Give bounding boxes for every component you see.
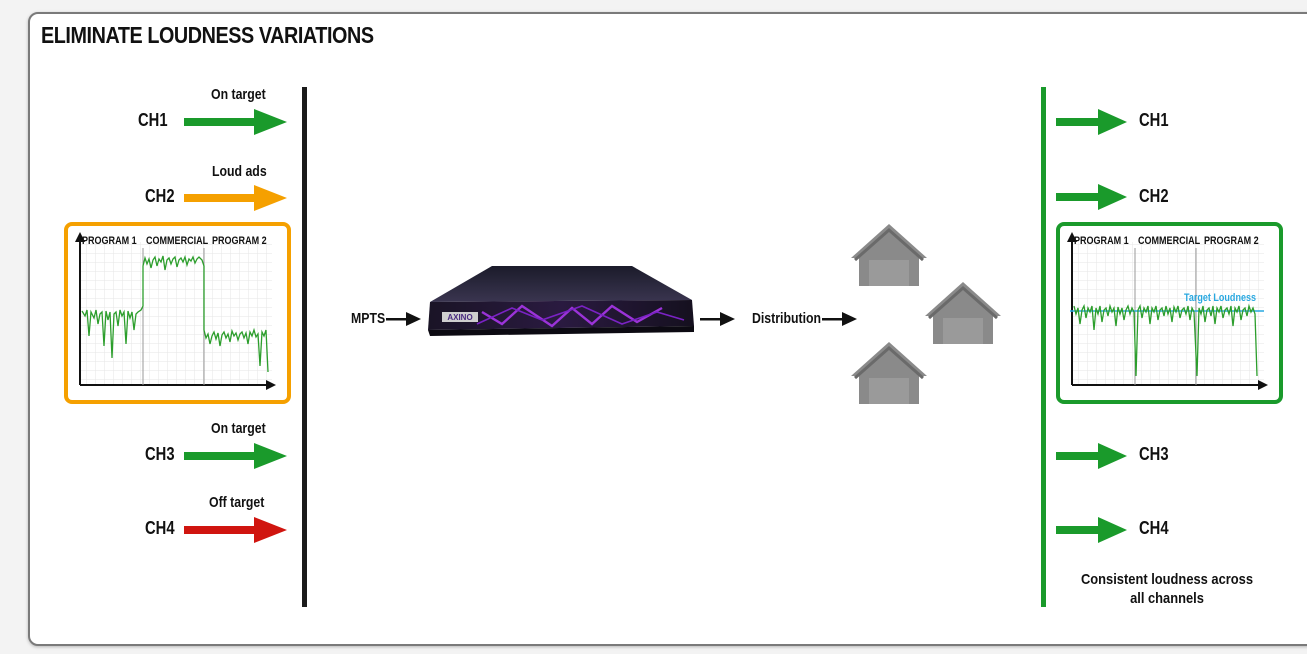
target-loudness-label: Target Loudness [1184, 292, 1256, 304]
device-brand-text: AXINO [447, 313, 472, 322]
input-ch1-arrow [184, 108, 288, 136]
mpts-label: MPTS [351, 310, 385, 327]
output-ch1-label: CH1 [1139, 110, 1169, 131]
distribution-label: Distribution [752, 310, 821, 327]
house-icon [849, 222, 929, 288]
input-loudness-graph: PROGRAM 1 COMMERCIAL PROGRAM 2 [64, 222, 291, 404]
input-ch3-label: CH3 [145, 444, 175, 465]
ch3-status-label: On target [211, 420, 266, 437]
output-ch4-label: CH4 [1139, 518, 1169, 539]
input-graph-segment-1: PROGRAM 1 [82, 235, 137, 247]
input-ch4-arrow [184, 516, 288, 544]
axino-encoder-device: AXINO [422, 262, 700, 342]
input-graph-segment-2: COMMERCIAL [146, 235, 208, 247]
distribution-arrow [822, 311, 858, 327]
output-bus-line [1041, 87, 1046, 607]
input-ch2-arrow [184, 184, 288, 212]
input-ch3-arrow [184, 442, 288, 470]
input-bus-line [302, 87, 307, 607]
output-loudness-graph: PROGRAM 1 COMMERCIAL PROGRAM 2 Target Lo… [1056, 222, 1283, 404]
diagram-title: ELIMINATE LOUDNESS VARIATIONS [41, 22, 374, 49]
output-graph-segment-3: PROGRAM 2 [1204, 235, 1259, 247]
mpts-arrow [386, 311, 422, 327]
output-ch3-arrow [1056, 442, 1128, 470]
output-ch3-label: CH3 [1139, 444, 1169, 465]
output-caption: Consistent loudness across all channels [1077, 570, 1258, 608]
device-output-arrow [700, 311, 736, 327]
input-ch4-label: CH4 [145, 518, 175, 539]
output-ch2-label: CH2 [1139, 186, 1169, 207]
input-ch1-label: CH1 [138, 110, 168, 131]
input-graph-segment-3: PROGRAM 2 [212, 235, 267, 247]
output-ch1-arrow [1056, 108, 1128, 136]
ch4-status-label: Off target [209, 494, 264, 511]
ch2-status-label: Loud ads [212, 163, 267, 180]
output-graph-segment-1: PROGRAM 1 [1074, 235, 1129, 247]
output-ch4-arrow [1056, 516, 1128, 544]
output-graph-segment-2: COMMERCIAL [1138, 235, 1200, 247]
output-ch2-arrow [1056, 183, 1128, 211]
input-ch2-label: CH2 [145, 186, 175, 207]
ch1-status-label: On target [211, 86, 266, 103]
house-icon [849, 340, 929, 406]
house-icon [923, 280, 1003, 346]
